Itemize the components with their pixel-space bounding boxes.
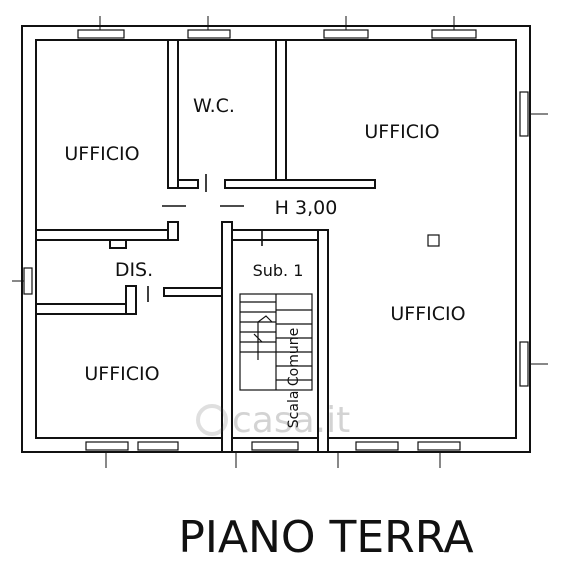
room-label-wc: W.C. <box>193 95 235 117</box>
staircase <box>239 293 313 391</box>
tick-marks <box>12 16 548 468</box>
door-marks <box>147 174 263 302</box>
stair-label: Scala Comune <box>286 328 302 428</box>
room-label-ufficio-top-left: UFFICIO <box>64 143 139 165</box>
height-label: H 3,00 <box>275 197 338 219</box>
room-label-ufficio-top-right: UFFICIO <box>364 121 439 143</box>
unit-label-sub: Sub. 1 <box>253 261 304 280</box>
windows <box>23 29 529 451</box>
interior-walls <box>35 39 376 453</box>
room-label-ufficio-right: UFFICIO <box>390 303 465 325</box>
plan-title: PIANO TERRA <box>178 512 473 563</box>
room-label-dis: DIS. <box>115 259 153 281</box>
watermark: casa.it <box>196 400 350 441</box>
pillar-marker <box>427 234 440 247</box>
watermark-text: casa.it <box>232 400 350 441</box>
room-label-ufficio-bottom-left: UFFICIO <box>84 363 159 385</box>
